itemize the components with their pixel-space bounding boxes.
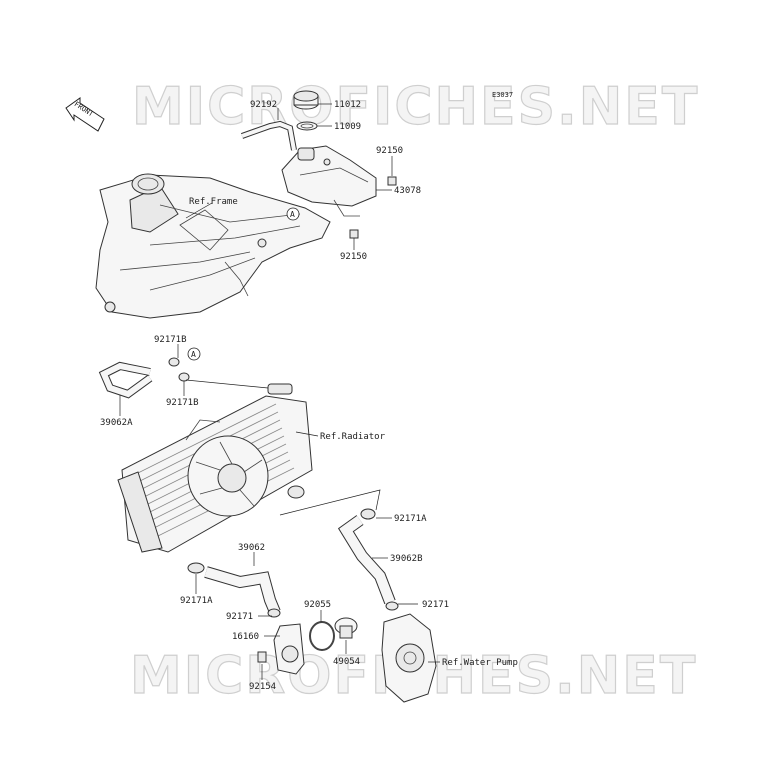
- label-92150-top: 92150: [376, 146, 403, 156]
- label-92055: 92055: [304, 600, 331, 610]
- label-92171-left: 92171: [226, 612, 253, 622]
- figure-code: E3037: [492, 91, 513, 99]
- svg-text:A: A: [191, 350, 196, 359]
- label-92154: 92154: [249, 682, 276, 692]
- label-39062: 39062: [238, 543, 265, 553]
- label-16160: 16160: [232, 632, 259, 642]
- breather-tube: [240, 120, 297, 151]
- hose-39062A: [98, 357, 190, 399]
- water-pump: [381, 613, 437, 703]
- ref-water-pump: Ref.Water Pump: [442, 658, 518, 668]
- thermostat: [334, 617, 358, 639]
- label-92192: 92192: [250, 100, 277, 110]
- thermostat-housing: [257, 623, 305, 675]
- bolts-reservoir: [333, 176, 397, 239]
- marker-a-top: A: [286, 207, 300, 221]
- marker-a-bottom: A: [187, 347, 201, 361]
- reservoir-cap: [293, 90, 319, 131]
- radiator-illustration: [117, 383, 313, 553]
- label-49054: 49054: [333, 657, 360, 667]
- label-92171B-bottom: 92171B: [166, 398, 199, 408]
- hose-39062B: [337, 508, 399, 611]
- svg-text:A: A: [290, 210, 295, 219]
- label-39062A: 39062A: [100, 418, 133, 428]
- label-11012: 11012: [334, 100, 361, 110]
- label-92171A-right: 92171A: [394, 514, 427, 524]
- label-39062B: 39062B: [390, 554, 423, 564]
- hose-39062: [187, 562, 281, 618]
- frame-illustration: [95, 173, 331, 319]
- label-92150-bottom: 92150: [340, 252, 367, 262]
- reservoir-tank: [281, 145, 377, 207]
- label-11009: 11009: [334, 122, 361, 132]
- label-43078: 43078: [394, 186, 421, 196]
- label-92171B-top: 92171B: [154, 335, 187, 345]
- pointer-lines: [185, 379, 381, 516]
- label-92171A-left: 92171A: [180, 596, 213, 606]
- watermark-top: MICROFICHES.NET: [132, 77, 699, 137]
- front-arrow-icon: FRONT: [65, 97, 105, 132]
- label-92171-right: 92171: [422, 600, 449, 610]
- ref-frame: Ref.Frame: [189, 197, 238, 207]
- o-ring: [309, 621, 335, 651]
- leader-lines: [119, 103, 440, 680]
- ref-radiator: Ref.Radiator: [320, 432, 386, 442]
